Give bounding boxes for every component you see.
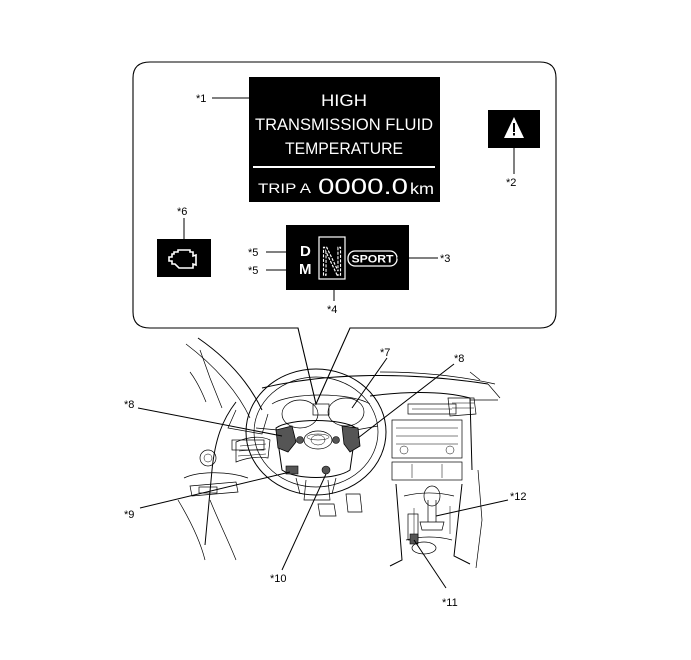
steering-emblem: [303, 430, 333, 450]
mode-m-indicator: M: [299, 261, 312, 278]
gear-position-indicator: N: [321, 240, 343, 284]
callout-12: *12: [510, 491, 527, 503]
callout-5-d: *5: [248, 247, 258, 259]
trip-value: 0000.0: [318, 174, 408, 199]
callout-10: *10: [270, 573, 287, 585]
malfunction-indicator-lamp: [157, 239, 211, 277]
sport-mode-switch: [285, 465, 299, 475]
vehicle-interior-drawing: [177, 337, 501, 569]
shift-lever: [427, 500, 437, 522]
callout-9: *9: [124, 509, 134, 521]
display-message-line1: HIGH: [321, 91, 367, 110]
paddle-shifter-left: [275, 425, 297, 453]
trip-unit: km: [410, 181, 434, 198]
callout-8-left: *8: [124, 399, 134, 411]
trip-label: TRIP A: [258, 180, 312, 196]
callout-3: *3: [440, 253, 450, 265]
warning-triangle-icon: [504, 117, 524, 138]
gear-box: [318, 236, 346, 280]
lower-leader-lines: [137, 357, 509, 589]
check-engine-icon: [168, 249, 197, 269]
callout-5-m: *5: [248, 265, 258, 277]
bubble-leader-lines: [183, 97, 515, 301]
callout-2: *2: [506, 177, 516, 189]
shift-position-indicator: D M N SPORT: [286, 225, 409, 290]
master-warning-light: [488, 110, 540, 148]
display-message-line2: TRANSMISSION FLUID: [255, 115, 433, 134]
callout-8-right: *8: [454, 353, 464, 365]
multi-information-display: HIGH TRANSMISSION FLUID TEMPERATURE TRIP…: [249, 77, 440, 202]
callout-4: *4: [327, 304, 337, 316]
display-message-line3: TEMPERATURE: [285, 139, 403, 158]
ignition-switch: [321, 465, 331, 475]
callout-7: *7: [380, 347, 390, 359]
paddle-shifter-right: [341, 425, 361, 453]
mode-d-indicator: D: [300, 243, 311, 260]
sport-badge-label: SPORT: [352, 254, 394, 266]
callout-1: *1: [196, 93, 206, 105]
callout-6: *6: [177, 206, 187, 218]
callout-11: *11: [442, 597, 458, 609]
transmission-control-switch: [409, 533, 419, 545]
